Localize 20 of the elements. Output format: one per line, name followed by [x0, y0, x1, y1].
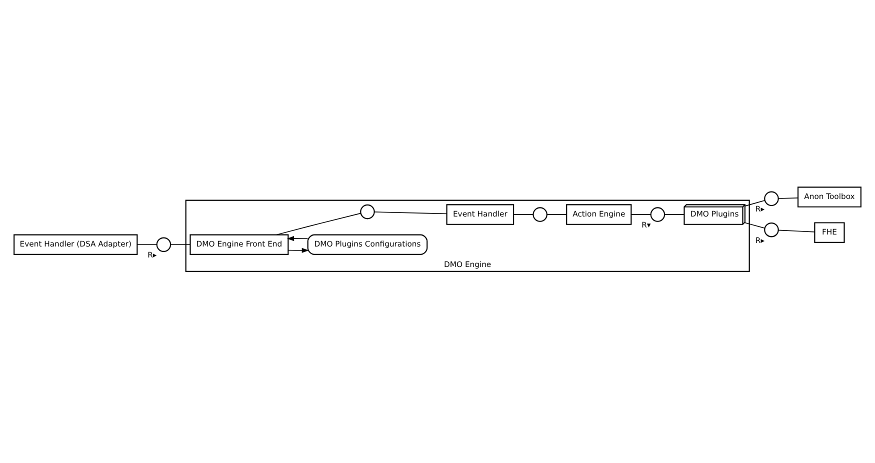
arrow [286, 236, 308, 242]
connector [136, 244, 158, 246]
node-circle [532, 207, 548, 222]
node-circle [764, 222, 779, 238]
arrow [288, 248, 309, 253]
connector [374, 212, 448, 214]
connector [513, 214, 534, 215]
node-circle [360, 204, 375, 220]
connector [546, 214, 567, 215]
connector [778, 230, 815, 232]
connector [744, 222, 766, 229]
connector [664, 214, 685, 215]
node-circle [764, 191, 779, 206]
connector [170, 244, 191, 246]
node-circle [650, 207, 666, 222]
connector [778, 198, 798, 199]
connector [744, 200, 766, 206]
connector [276, 212, 362, 236]
connector [630, 214, 652, 215]
node-circle [156, 237, 172, 252]
